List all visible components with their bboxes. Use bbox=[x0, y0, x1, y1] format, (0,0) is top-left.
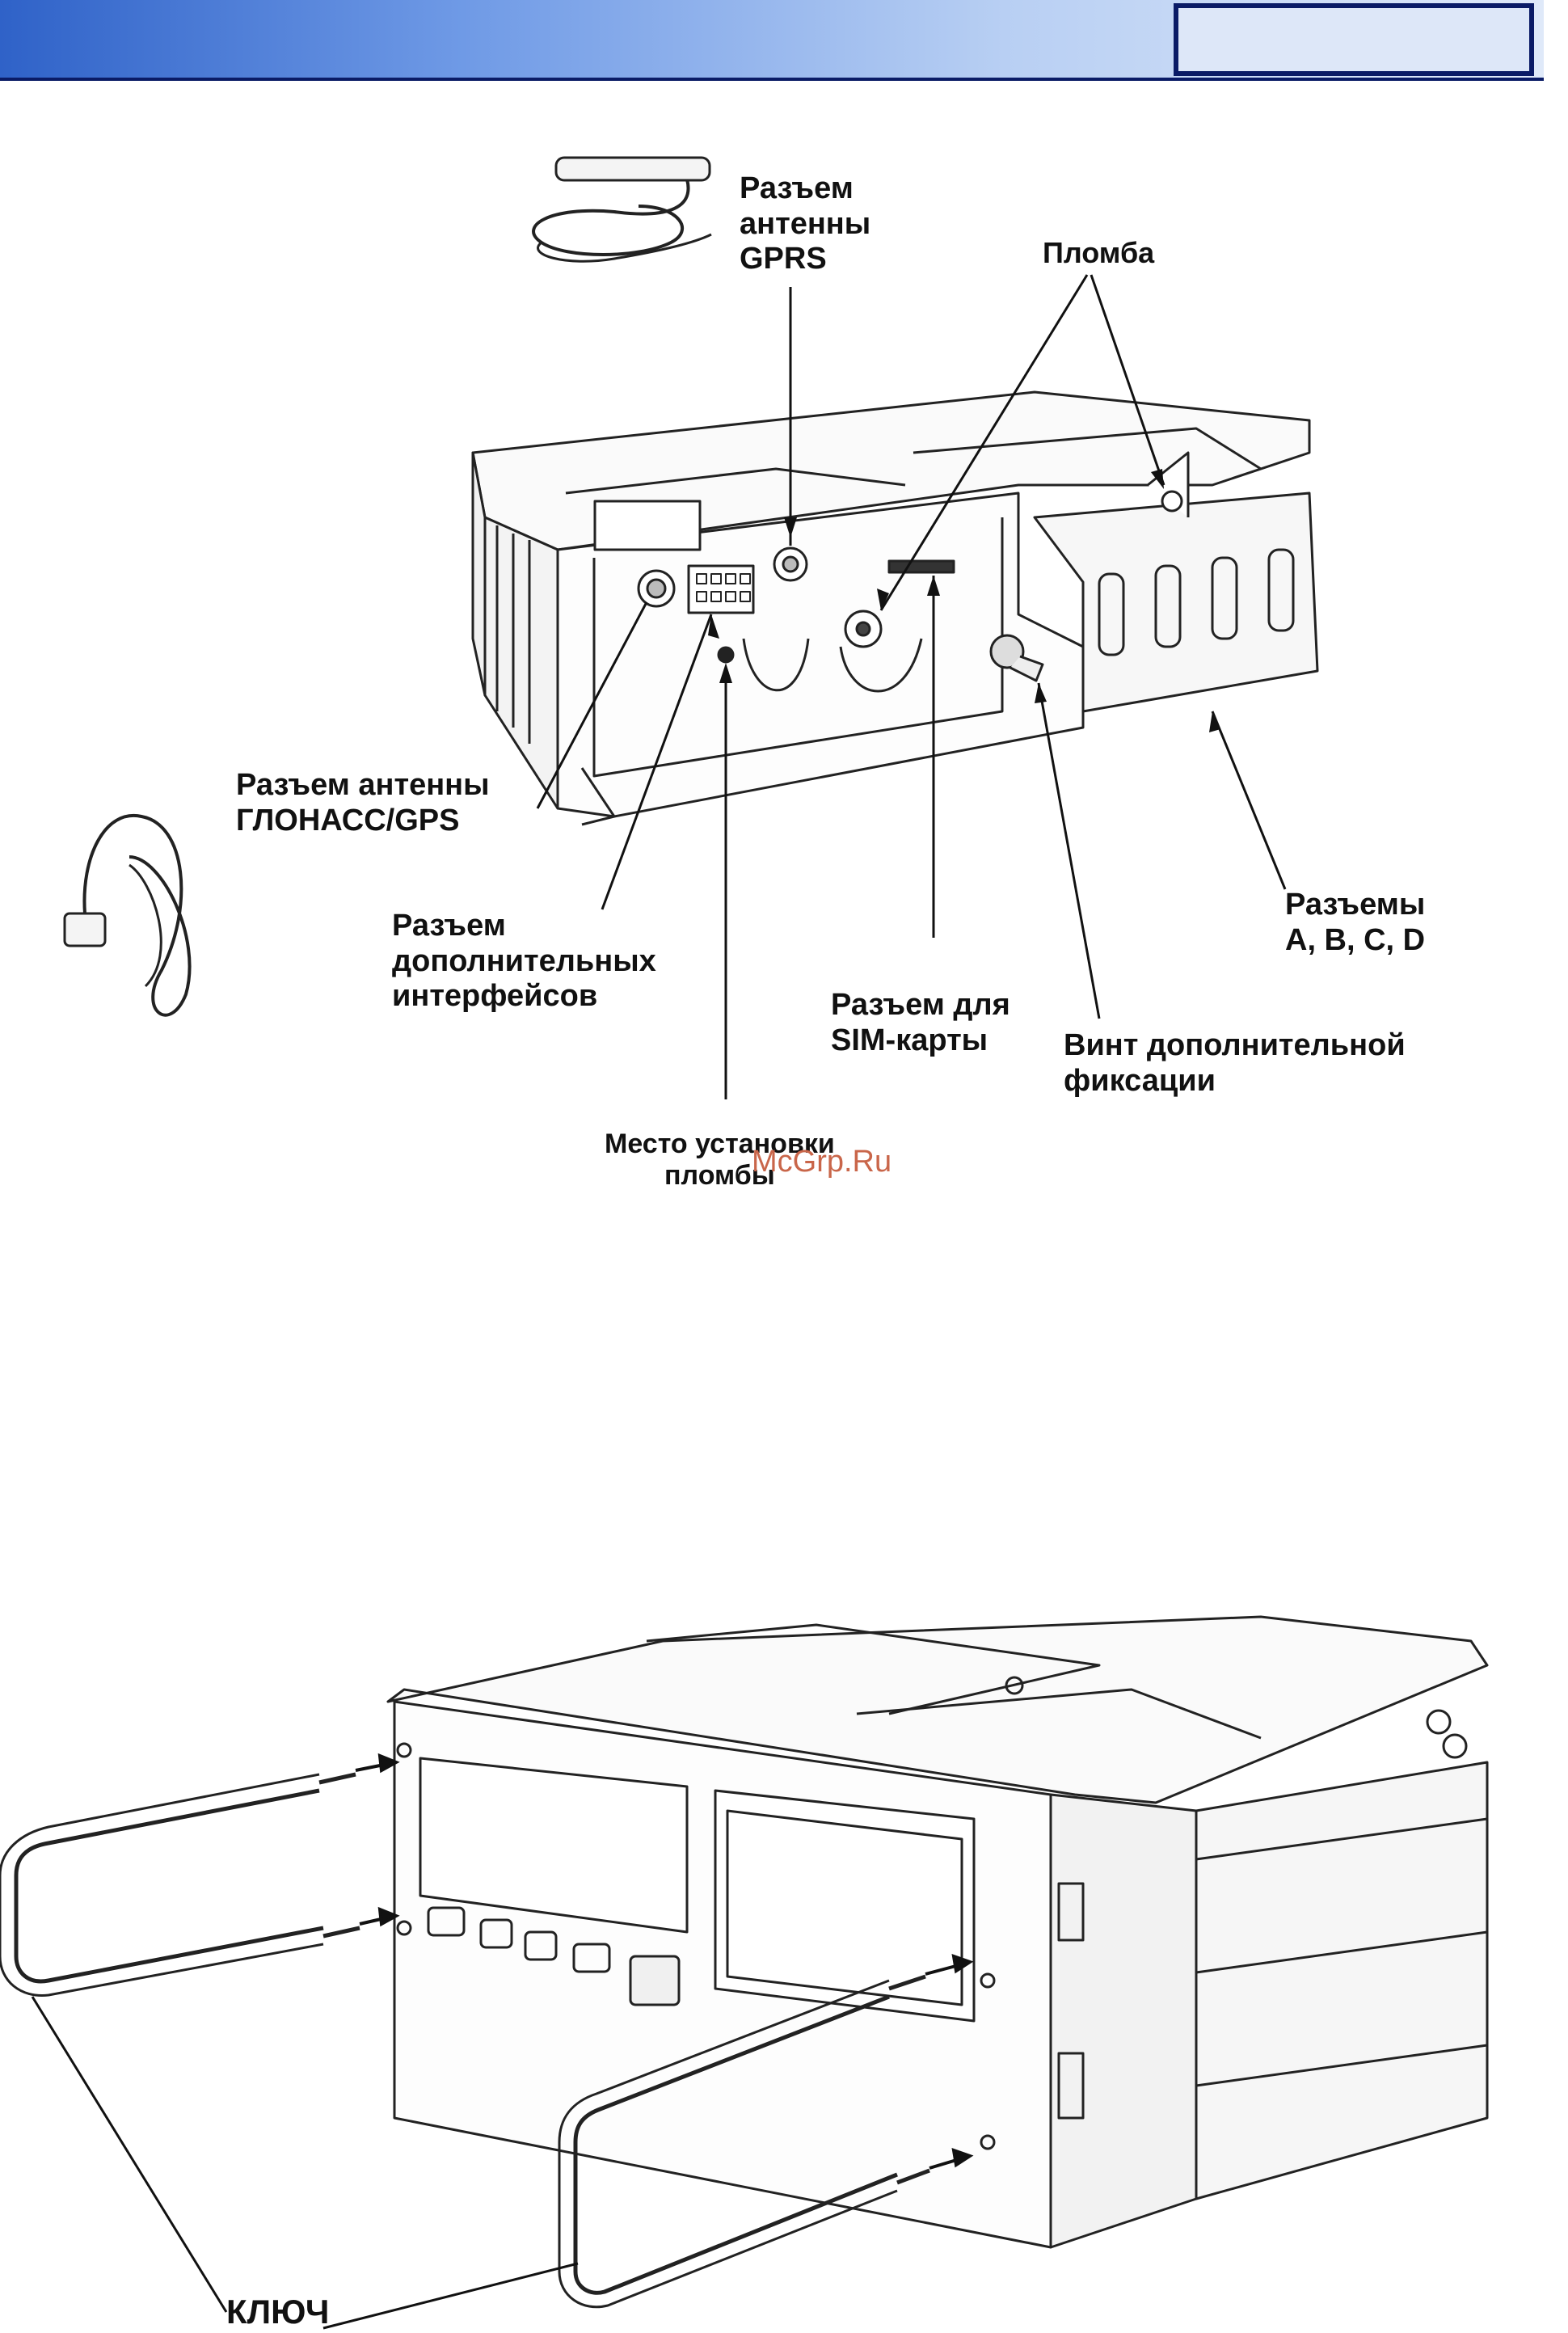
leader-lines bbox=[31, 274, 1287, 2330]
leader-seal-1 bbox=[879, 274, 1089, 611]
label-key: КЛЮЧ bbox=[226, 2293, 330, 2331]
leader-abcd bbox=[1211, 711, 1287, 890]
key-tool-icon bbox=[0, 1772, 930, 2309]
watermark-text: McGrp.Ru bbox=[752, 1145, 892, 1179]
leader-key-2 bbox=[322, 2262, 579, 2330]
label-seal-top: Пломба bbox=[1043, 236, 1155, 269]
label-extra-interfaces: Разъем дополнительных интерфейсов bbox=[392, 909, 656, 1014]
label-seal-place: Место установки пломбы bbox=[605, 1129, 835, 1192]
gprs-antenna-icon bbox=[532, 156, 712, 263]
leader-glonass bbox=[536, 601, 648, 809]
label-gprs-connector: Разъем антенны GPRS bbox=[740, 171, 871, 276]
leader-interfaces bbox=[601, 614, 713, 910]
label-connectors-abcd: Разъемы A, B, C, D bbox=[1285, 888, 1426, 957]
leader-key-1 bbox=[31, 1996, 228, 2313]
insert-arrows bbox=[355, 1753, 974, 2170]
label-sim-connector: Разъем для SIM-карты bbox=[831, 988, 1010, 1057]
glonass-gps-antenna-icon bbox=[63, 813, 192, 1017]
label-extra-screw: Винт дополнительной фиксации bbox=[1064, 1028, 1406, 1098]
label-glonass-connector: Разъем антенны ГЛОНАСС/GPS bbox=[236, 768, 490, 837]
leader-seal-2 bbox=[1090, 274, 1165, 486]
leader-screw bbox=[1037, 682, 1101, 1019]
arrowheads bbox=[708, 469, 1220, 732]
tachograph-rear-view bbox=[471, 390, 1319, 826]
header-page-box bbox=[1174, 3, 1534, 76]
tachograph-front-view bbox=[386, 1615, 1489, 2249]
